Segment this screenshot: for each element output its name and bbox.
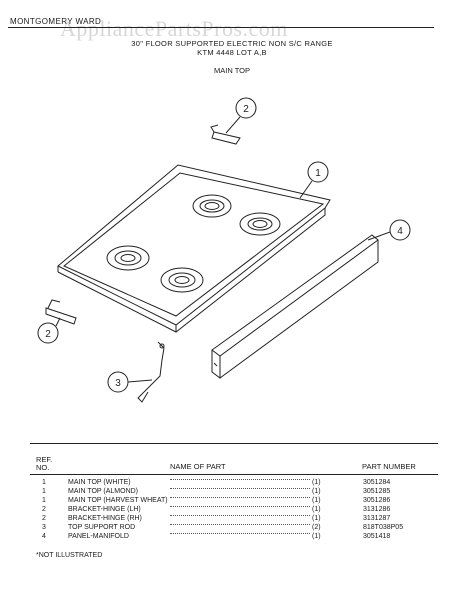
table-top-rule xyxy=(30,443,438,444)
table-row: 2 BRACKET-HINGE (RH) (1) 3131287 xyxy=(30,515,450,524)
footnote: *NOT ILLUSTRATED xyxy=(36,552,103,559)
callout-label-2-left: 2 xyxy=(45,329,51,340)
callout-label-2-top: 2 xyxy=(243,104,249,115)
callout-circle xyxy=(235,97,257,119)
part-number: 3051284 xyxy=(363,479,391,486)
part-number: 3131286 xyxy=(363,506,391,513)
part-name: MAIN TOP (ALMOND) xyxy=(68,488,139,495)
quantity: (1) xyxy=(312,488,321,495)
part-name: BRACKET-HINGE (RH) xyxy=(68,515,142,522)
table-row: 2 BRACKET-HINGE (LH) (1) 3131286 xyxy=(30,506,450,515)
brand-label: MONTGOMERY WARD xyxy=(10,17,102,26)
ref-no: 1 xyxy=(42,488,46,495)
table-row: 3 TOP SUPPORT ROD (2) 818T038P05 xyxy=(30,524,450,533)
quantity: (1) xyxy=(312,515,321,522)
exploded-diagram: 2 1 4 2 3 xyxy=(37,97,411,403)
ref-no: 1 xyxy=(42,479,46,486)
part-number: 3051285 xyxy=(363,488,391,495)
watermark: AppliancePartsPros.com xyxy=(60,16,288,41)
ref-no: 1 xyxy=(42,497,46,504)
callout-label-3: 3 xyxy=(115,378,121,389)
model-number: KTM 4448 LOT A,B xyxy=(197,48,267,57)
ref-header: REF. xyxy=(36,455,53,464)
ref-no: 2 xyxy=(42,515,46,522)
table-row: 1 MAIN TOP (ALMOND) (1) 3051285 xyxy=(30,488,450,497)
callout-label-1: 1 xyxy=(315,168,321,179)
bracket-hinge-lower xyxy=(45,299,77,325)
panel-manifold xyxy=(211,234,379,357)
bracket-hinge-upper xyxy=(210,124,241,145)
part-number: 3051418 xyxy=(363,533,391,540)
part-number: 3131287 xyxy=(363,515,391,522)
table-row: 4 PANEL-MANIFOLD (1) 3051418 xyxy=(30,533,450,542)
top-support-rod xyxy=(137,341,165,403)
name-header: NAME OF PART xyxy=(170,462,226,471)
table-row: 1 MAIN TOP (HARVEST WHEAT) (1) 3051286 xyxy=(30,497,450,506)
part-name: MAIN TOP (WHITE) xyxy=(68,479,131,486)
ref-no: 3 xyxy=(42,524,46,531)
table-header-rule xyxy=(30,474,438,475)
ref-no: 4 xyxy=(42,533,46,540)
quantity: (1) xyxy=(312,506,321,513)
top-rule xyxy=(8,27,434,28)
document-title: 30" FLOOR SUPPORTED ELECTRIC NON S/C RAN… xyxy=(131,39,333,48)
ref-no: 2 xyxy=(42,506,46,513)
part-number: 818T038P05 xyxy=(363,524,404,531)
part-name: TOP SUPPORT ROD xyxy=(68,524,136,531)
quantity: (1) xyxy=(312,533,321,540)
part-name: PANEL-MANIFOLD xyxy=(68,533,129,540)
ref-header-no: NO. xyxy=(36,463,50,472)
quantity: (2) xyxy=(312,524,321,531)
part-name: BRACKET-HINGE (LH) xyxy=(68,506,141,513)
section-title: MAIN TOP xyxy=(214,66,250,75)
callout-label-4: 4 xyxy=(397,226,403,237)
quantity: (1) xyxy=(312,479,321,486)
part-number-header: PART NUMBER xyxy=(362,462,416,471)
table-row: 1 MAIN TOP (WHITE) (1) 3051284 xyxy=(30,479,450,488)
quantity: (1) xyxy=(312,497,321,504)
main-top-outline xyxy=(57,164,331,326)
part-number: 3051286 xyxy=(363,497,391,504)
part-name: MAIN TOP (HARVEST WHEAT) xyxy=(68,497,168,504)
